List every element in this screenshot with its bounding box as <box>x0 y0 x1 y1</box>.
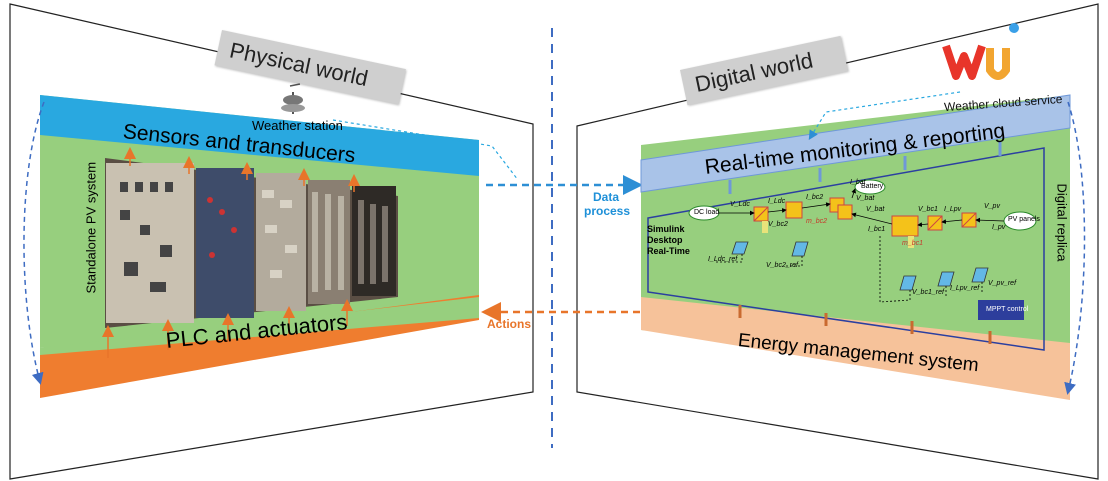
simulink-frame <box>647 147 1045 351</box>
data-process-label: Data process <box>584 190 631 218</box>
circuit-label-9: V_bat <box>866 206 885 213</box>
circuit-label-5: V_bc2 <box>768 221 788 228</box>
circuit-label-12: I_Lpv <box>944 206 962 213</box>
circuit-label-17: I_Lpv_ref <box>950 285 980 292</box>
monitoring-band-shape <box>640 94 1071 193</box>
circuit-label-7: I_Ldc_ref <box>708 256 738 263</box>
battery-label: Battery <box>861 183 884 190</box>
circuit-label-16: V_bc1_ref <box>912 289 944 296</box>
pv-panels-label: PV panels <box>1008 216 1040 223</box>
mppt-label: MPPT control <box>986 306 1029 313</box>
circuit-label-2: I_bc2 <box>806 194 824 201</box>
actions-label: Actions <box>487 317 532 331</box>
weather-station-icon <box>281 83 305 114</box>
circuit-label-10: I_bc1 <box>868 226 886 233</box>
circuit-label-8: V_bc2_ref <box>766 262 798 269</box>
sensors-band-shape <box>40 95 479 176</box>
circuit-label-13: V_pv <box>984 203 1000 210</box>
circuit-label-0: V_Ldc <box>730 201 750 208</box>
circuit-label-1: I_Ldc <box>768 198 786 205</box>
circuit-label-11: V_bc1 <box>918 206 938 213</box>
digital-loop-arrow <box>1064 101 1086 395</box>
ems-band-shape <box>641 297 1070 400</box>
circuit-label-14: I_pv <box>992 224 1006 231</box>
simulink-label: Simulink Desktop Real-Time <box>647 224 690 256</box>
equipment-photo <box>105 158 398 328</box>
standalone-pv-label: Standalone PV system <box>83 161 99 294</box>
weather-station-label: Weather station <box>252 118 343 133</box>
dc-load-label: DC load <box>694 209 720 216</box>
circuit-diagram <box>688 179 1037 320</box>
circuit-label-18: V_pv_ref <box>988 280 1017 287</box>
physical-loop-arrow <box>23 101 45 385</box>
circuit-label-4: V_bat <box>856 195 875 202</box>
circuit-label-6: m_bc2 <box>806 218 828 225</box>
digital-replica-label: Digital replica <box>1054 183 1070 262</box>
circuit-label-3: I_bat <box>850 179 866 186</box>
circuit-label-15: m_bc1 <box>902 240 924 247</box>
weather-cloud-logo <box>942 23 1019 80</box>
